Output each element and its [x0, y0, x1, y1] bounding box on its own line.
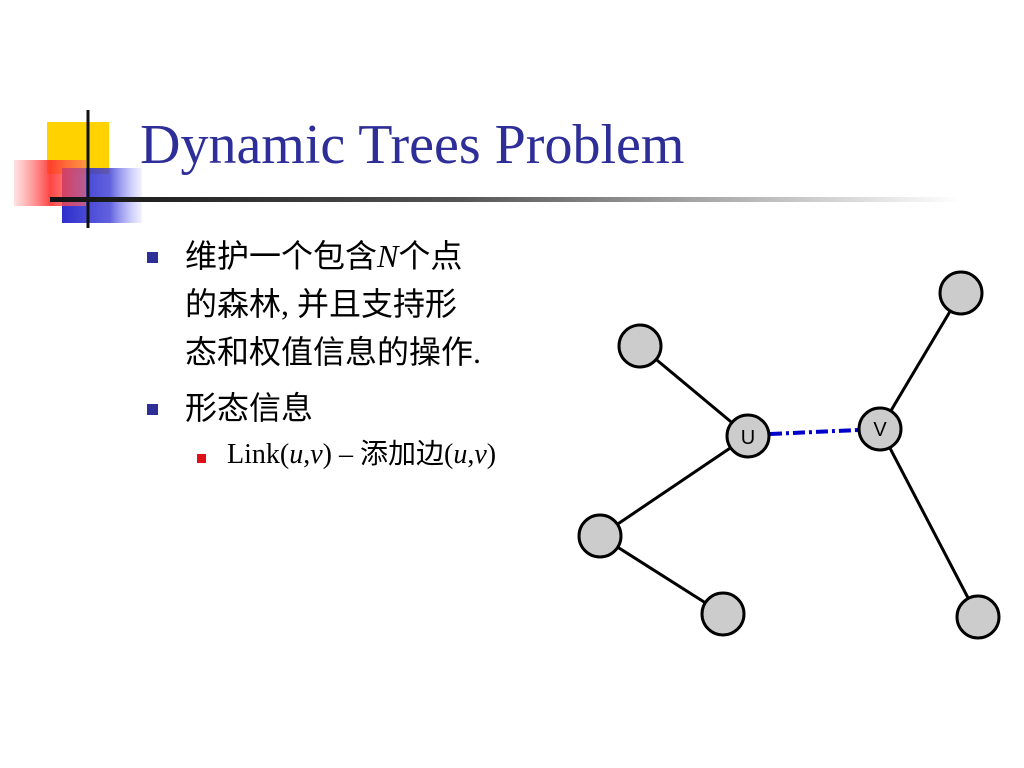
title-underline — [50, 197, 960, 202]
bullet-line: 态和权值信息的操作. — [185, 334, 482, 370]
tree-node[interactable] — [955, 594, 1001, 640]
tree-node[interactable] — [577, 513, 623, 559]
tree-node[interactable] — [938, 270, 984, 316]
sub-bullet-square-icon — [197, 454, 206, 463]
bullet-item: 形态信息 — [145, 384, 565, 432]
var-n: N — [377, 238, 399, 274]
tree-node[interactable] — [700, 591, 746, 637]
node-v[interactable] — [857, 406, 903, 452]
link-edge — [769, 428, 859, 436]
node-u[interactable] — [725, 413, 771, 459]
bullet-square-icon — [147, 404, 158, 415]
bullet-square-icon — [147, 252, 158, 263]
corner-decoration — [14, 110, 142, 228]
slide-title: Dynamic Trees Problem — [140, 114, 685, 176]
sub-bullet-item: Link(u,v) – 添加边(u,v) — [145, 434, 565, 476]
tree-edge — [878, 292, 963, 430]
bullet-line: 的森林, 并且支持形 — [185, 286, 458, 322]
tree-node[interactable] — [617, 323, 663, 369]
tree-edge — [878, 428, 980, 618]
bullet-list: 维护一个包含N个点 的森林, 并且支持形 态和权值信息的操作. 形态信息 Lin… — [145, 232, 565, 476]
tree-edge — [599, 434, 749, 538]
bullet-item: 维护一个包含N个点 的森林, 并且支持形 态和权值信息的操作. — [145, 232, 565, 376]
